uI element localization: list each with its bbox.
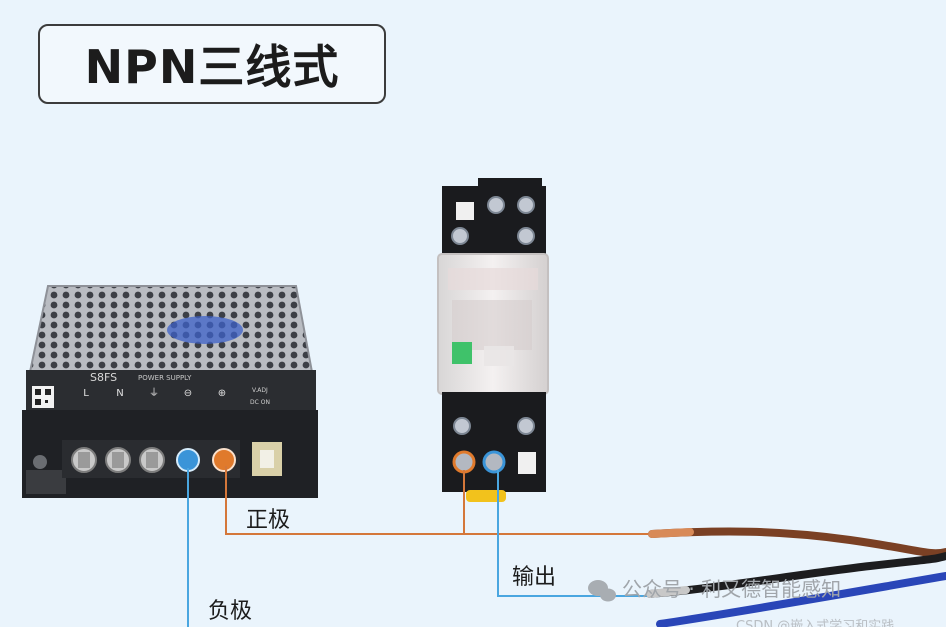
terminal-label-n: N [116, 388, 123, 399]
power-supply-model: S8FS [90, 371, 117, 384]
page-title: NPN三线式 [84, 40, 340, 94]
relay-base-bottom [442, 392, 546, 492]
screw-terminal-n [105, 447, 131, 473]
screw-terminal-l [71, 447, 97, 473]
positive-label: 正极 [246, 508, 290, 533]
relay-yellow-clip [466, 490, 506, 502]
relay-screw-2 [517, 196, 535, 214]
terminal-label-l: L [83, 388, 89, 399]
sensor-brown-wire [648, 527, 946, 558]
screw-terminal-ground [139, 447, 165, 473]
voltage-adjust-label: V.ADJ [252, 387, 268, 394]
sensor-blue-wire [656, 572, 946, 627]
power-supply: S8FS POWER SUPPLY L N ⏚ ⊖ ⊕ V.ADJ DC ON [22, 285, 318, 498]
power-supply-blue-label [167, 316, 243, 344]
negative-terminal-marker [176, 448, 200, 472]
title-box: NPN三线式 [38, 24, 386, 104]
watermark-subtext: CSDN @嵌入式学习和实践 [736, 618, 894, 627]
relay-screw-4 [517, 227, 535, 245]
relay-coil-positive-terminal [452, 450, 476, 474]
power-supply-subtitle: POWER SUPPLY [138, 374, 192, 382]
terminal-label-plus: ⊕ [218, 388, 226, 399]
watermark-text: 公众号 · 利又德智能感知 [622, 577, 841, 601]
dc-on-label: DC ON [250, 399, 270, 406]
terminal-label-minus: ⊖ [184, 388, 192, 399]
relay-screw-1 [487, 196, 505, 214]
relay-screw-3 [451, 227, 469, 245]
terminal-label-ground: ⏚ [149, 387, 159, 399]
positive-wire-supply [225, 466, 660, 535]
relay-screw-6 [517, 417, 535, 435]
power-supply-front-panel [26, 370, 316, 410]
sensor-black-wire [646, 552, 946, 598]
positive-terminal-marker [212, 448, 236, 472]
negative-label: 负极 [208, 599, 252, 624]
wechat-icon [588, 580, 616, 602]
relay-coil-negative-terminal [482, 450, 506, 474]
relay-screw-5 [453, 417, 471, 435]
relay [437, 178, 549, 502]
wiring [187, 466, 946, 627]
output-label: 输出 [512, 565, 556, 590]
relay-led-indicator [452, 342, 472, 364]
